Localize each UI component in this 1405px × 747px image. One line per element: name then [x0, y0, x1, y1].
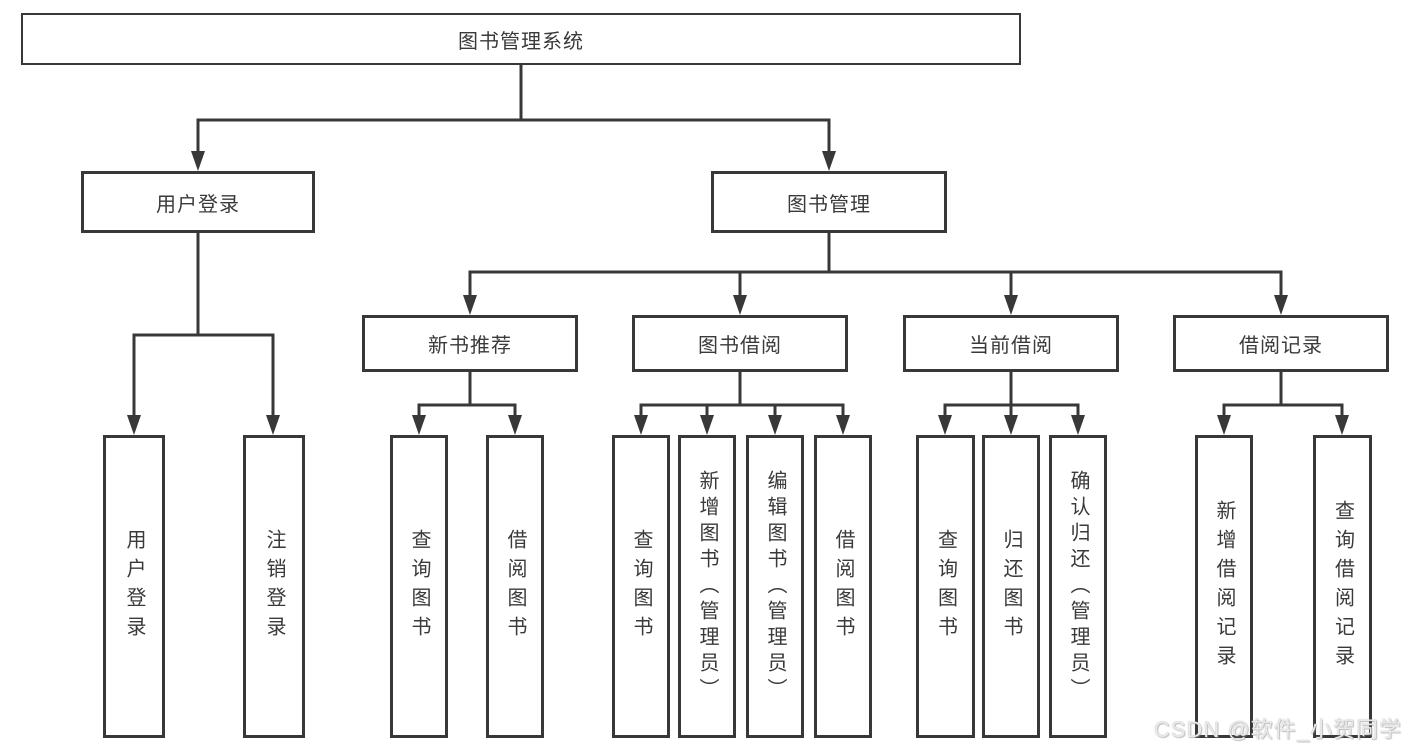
- leaf-edit-book-admin: 编辑图书（管理员）: [746, 435, 804, 738]
- node-label: 借阅记录: [1239, 335, 1323, 357]
- watermark: CSDN @软件_小贺同学: [1153, 717, 1402, 742]
- leaf-query-books-borrow: 查询图书: [612, 435, 670, 738]
- leaf-query-books-current: 查询图书: [916, 435, 975, 738]
- leaf-confirm-return-admin: 确认归还（管理员）: [1049, 435, 1107, 738]
- node-label: 图书借阅: [698, 335, 782, 357]
- node-borrow-records: 借阅记录: [1173, 315, 1389, 372]
- node-label: 确认归还（管理员）: [1067, 469, 1089, 704]
- leaf-add-borrow-record: 新增借阅记录: [1195, 435, 1253, 738]
- node-user-login: 用户登录: [81, 171, 315, 233]
- leaf-query-books-recommend: 查询图书: [390, 435, 448, 738]
- node-label: 查询图书: [934, 528, 957, 645]
- node-label: 查询图书: [630, 528, 652, 645]
- leaf-add-book-admin: 新增图书（管理员）: [678, 435, 736, 738]
- node-label: 编辑图书（管理员）: [764, 469, 786, 704]
- node-root: 图书管理系统: [21, 13, 1021, 65]
- leaf-user-login: 用户登录: [103, 435, 165, 738]
- node-label: 新增借阅记录: [1213, 499, 1235, 674]
- leaf-borrow-books: 借阅图书: [814, 435, 872, 738]
- node-label: 查询借阅记录: [1331, 499, 1354, 674]
- node-book-management: 图书管理: [711, 171, 947, 233]
- node-label: 新增图书（管理员）: [696, 469, 718, 704]
- node-label: 借阅图书: [504, 528, 526, 645]
- leaf-logout: 注销登录: [243, 435, 305, 738]
- node-label: 归还图书: [1000, 528, 1022, 645]
- node-new-book-recommend: 新书推荐: [362, 315, 578, 372]
- node-label: 注销登录: [263, 528, 285, 645]
- node-label: 新书推荐: [428, 335, 512, 357]
- node-current-borrow: 当前借阅: [903, 315, 1119, 372]
- node-label: 图书管理系统: [458, 30, 584, 53]
- node-label: 图书管理: [787, 193, 871, 216]
- node-label: 用户登录: [156, 193, 240, 216]
- leaf-query-borrow-record: 查询借阅记录: [1313, 435, 1372, 738]
- node-label: 借阅图书: [832, 528, 854, 645]
- leaf-return-books: 归还图书: [982, 435, 1040, 738]
- node-label: 当前借阅: [969, 335, 1053, 357]
- node-book-borrow: 图书借阅: [632, 315, 848, 372]
- node-label: 查询图书: [408, 528, 430, 645]
- leaf-borrow-books-recommend: 借阅图书: [486, 435, 544, 738]
- node-label: 用户登录: [123, 528, 145, 645]
